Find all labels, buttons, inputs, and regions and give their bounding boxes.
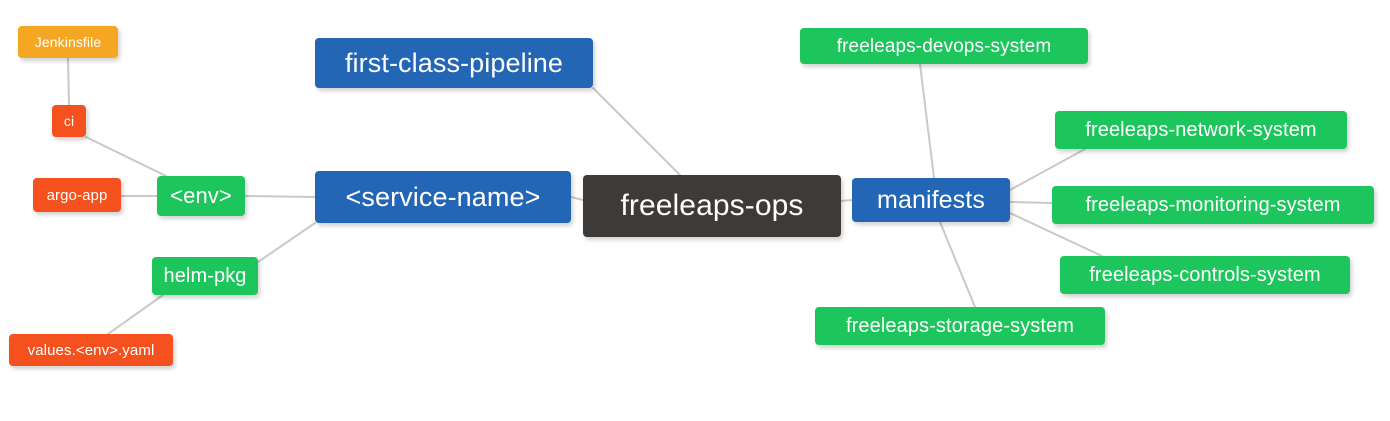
edge-manifests-to-network xyxy=(1009,148,1086,191)
edge-first-class-to-root xyxy=(592,87,681,176)
edge-manifests-to-monitoring xyxy=(1009,201,1053,204)
edge-jenkinsfile-to-ci xyxy=(67,57,70,106)
mindmap-node-controls[interactable]: freeleaps-controls-system xyxy=(1060,256,1350,294)
mindmap-node-helm-pkg[interactable]: helm-pkg xyxy=(152,257,258,295)
mindmap-node-storage[interactable]: freeleaps-storage-system xyxy=(815,307,1105,345)
mindmap-node-label: freeleaps-devops-system xyxy=(836,35,1052,57)
mindmap-node-manifests[interactable]: manifests xyxy=(852,178,1010,222)
mindmap-node-jenkinsfile[interactable]: Jenkinsfile xyxy=(18,26,118,58)
mindmap-node-first-class[interactable]: first-class-pipeline xyxy=(315,38,593,88)
mindmap-node-ci[interactable]: ci xyxy=(52,105,86,137)
edge-ci-to-env xyxy=(85,136,167,177)
mindmap-node-root[interactable]: freeleaps-ops xyxy=(583,175,841,237)
mindmap-node-values-yaml[interactable]: values.<env>.yaml xyxy=(9,334,173,366)
mindmap-node-label: argo-app xyxy=(46,186,108,204)
mindmap-node-label: values.<env>.yaml xyxy=(27,341,155,359)
edge-service-name-to-helm-pkg xyxy=(257,222,316,263)
mindmap-node-label: <service-name> xyxy=(345,181,541,212)
edge-env-to-service-name xyxy=(244,195,316,198)
mindmap-node-label: freeleaps-network-system xyxy=(1085,119,1317,141)
edge-helm-pkg-to-values-yaml xyxy=(107,294,164,335)
edge-manifests-to-storage xyxy=(939,221,976,308)
edge-manifests-to-devops xyxy=(919,63,935,179)
mindmap-node-label: freeleaps-controls-system xyxy=(1089,264,1321,286)
mindmap-node-label: Jenkinsfile xyxy=(34,34,102,50)
mindmap-node-label: helm-pkg xyxy=(163,265,247,287)
mindmap-node-label: freeleaps-storage-system xyxy=(845,315,1075,337)
mindmap-node-label: first-class-pipeline xyxy=(344,47,564,78)
mindmap-node-label: freeleaps-ops xyxy=(620,189,804,222)
mindmap-node-argo-app[interactable]: argo-app xyxy=(33,178,121,212)
mindmap-node-env[interactable]: <env> xyxy=(157,176,245,216)
mindmap-node-label: manifests xyxy=(877,185,985,214)
mindmap-node-label: <env> xyxy=(170,183,232,208)
mindmap-node-label: freeleaps-monitoring-system xyxy=(1085,194,1341,216)
mindmap-node-label: ci xyxy=(63,113,75,129)
edge-service-name-to-root xyxy=(570,196,584,201)
mindmap-node-monitoring[interactable]: freeleaps-monitoring-system xyxy=(1052,186,1374,224)
mindmap-node-network[interactable]: freeleaps-network-system xyxy=(1055,111,1347,149)
mindmap-node-devops[interactable]: freeleaps-devops-system xyxy=(800,28,1088,64)
mindmap-node-service-name[interactable]: <service-name> xyxy=(315,171,571,223)
edge-root-to-manifests xyxy=(840,199,853,202)
